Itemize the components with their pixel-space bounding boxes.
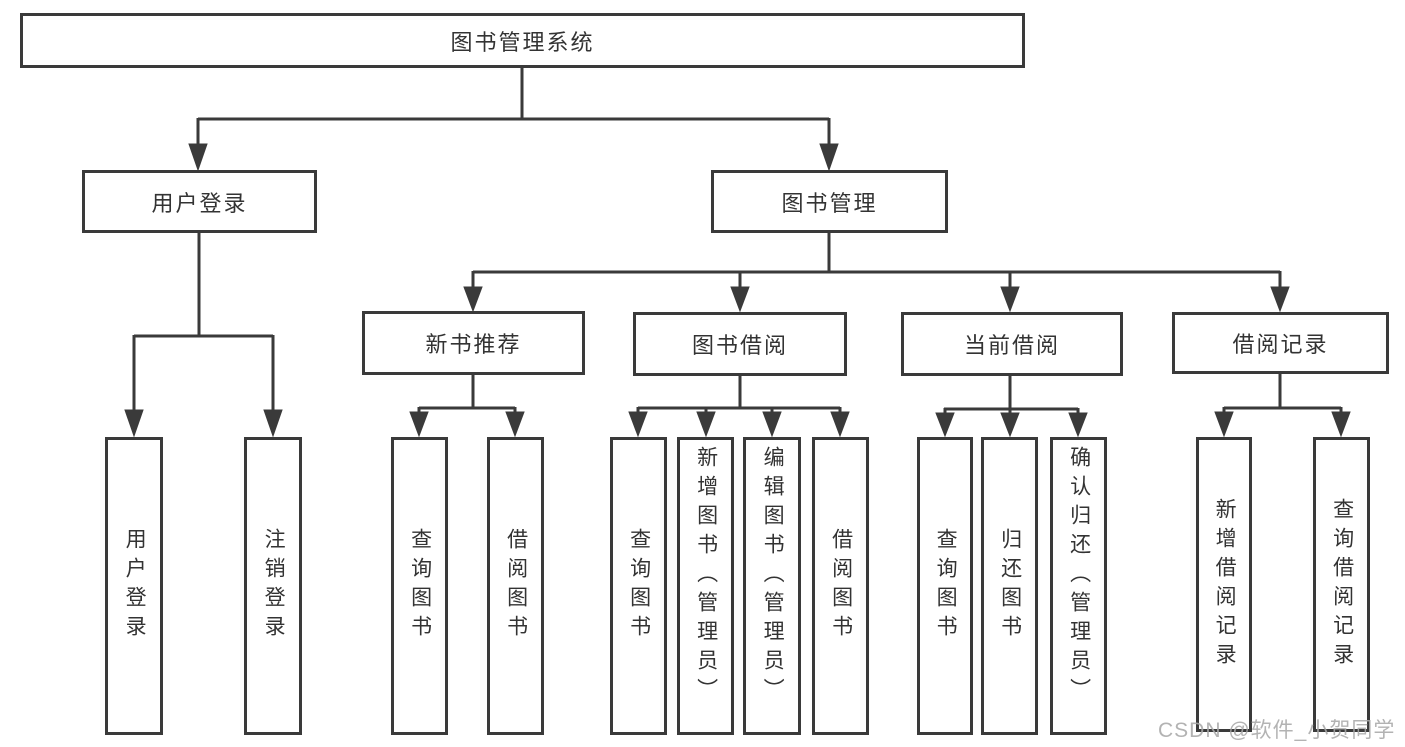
connector-line (471, 233, 1282, 289)
leaf-label: 新增借阅记录 (1213, 497, 1237, 672)
leaf-borrow-books-recommend: 借阅图书 (487, 437, 544, 735)
arrowhead (1068, 412, 1088, 438)
arrowhead (505, 411, 525, 438)
leaf-confirm-return-admin: 确认归还（管理员） (1050, 437, 1107, 735)
connector-line (943, 376, 1080, 415)
leaf-add-book-admin: 新增图书（管理员） (677, 437, 734, 735)
node-label: 用户登录 (151, 190, 248, 216)
node-label: 当前借阅 (963, 333, 1060, 358)
leaf-label: 查询借阅记录 (1330, 497, 1354, 672)
leaf-user-login: 用户登录 (105, 437, 163, 735)
arrowhead (819, 143, 839, 172)
leaf-label: 归还图书 (998, 528, 1022, 644)
leaf-query-books-borrowing: 查询图书 (610, 437, 667, 735)
node-label: 图书借阅 (691, 333, 788, 358)
leaf-query-books-current: 查询图书 (917, 437, 973, 735)
arrowhead (762, 411, 782, 438)
leaf-label: 借阅图书 (829, 528, 853, 644)
connector-line (1222, 374, 1343, 414)
connector-line (132, 233, 275, 412)
leaf-label: 借阅图书 (504, 528, 528, 644)
leaf-label: 查询图书 (627, 528, 651, 644)
arrowhead (1331, 411, 1351, 438)
leaf-query-borrow-record: 查询借阅记录 (1313, 437, 1370, 732)
arrowhead (409, 411, 429, 438)
connector-line (417, 375, 517, 414)
connector-root-to-level2 (188, 68, 839, 172)
leaf-label: 编辑图书（管理员） (761, 446, 785, 707)
leaf-edit-book-admin: 编辑图书（管理员） (743, 437, 801, 735)
connector-borrowing-records-to-leaves (1214, 374, 1351, 438)
node-new-book-recommendation: 新书推荐 (362, 311, 585, 375)
node-user-login: 用户登录 (82, 170, 317, 233)
arrowhead (1000, 286, 1020, 313)
arrowhead (935, 412, 955, 438)
arrowhead (628, 411, 648, 438)
leaf-label: 新增图书（管理员） (694, 446, 718, 707)
connector-new-book-recommendation-to-leaves (409, 375, 525, 438)
connector-current-borrowing-to-leaves (935, 376, 1088, 438)
arrowhead (730, 286, 750, 313)
node-label: 借阅记录 (1232, 332, 1329, 357)
leaf-label: 用户登录 (123, 528, 147, 644)
leaf-label: 注销登录 (262, 528, 286, 644)
connector-book-management-to-level3 (463, 233, 1290, 313)
leaf-borrow-books: 借阅图书 (812, 437, 869, 735)
arrowhead (263, 409, 283, 438)
leaf-label: 确认归还（管理员） (1067, 446, 1091, 707)
leaf-query-books-recommend: 查询图书 (391, 437, 448, 735)
arrowhead (188, 143, 208, 172)
arrowhead (1214, 411, 1234, 438)
leaf-label: 查询图书 (408, 528, 432, 644)
node-borrowing-records: 借阅记录 (1172, 312, 1389, 374)
connector-line (196, 68, 831, 146)
leaf-add-borrow-record: 新增借阅记录 (1196, 437, 1252, 732)
node-library-management-system: 图书管理系统 (20, 13, 1025, 68)
arrowhead (1000, 412, 1020, 438)
arrowhead (1270, 286, 1290, 313)
arrowhead (124, 409, 144, 438)
connector-user-login-to-leaves (124, 233, 283, 438)
node-current-borrowing: 当前借阅 (901, 312, 1123, 376)
node-label: 图书管理 (781, 190, 878, 216)
csdn-watermark: CSDN @软件_小贺同学 (1158, 719, 1396, 742)
node-book-management: 图书管理 (711, 170, 948, 233)
connector-book-borrowing-to-leaves (628, 376, 850, 438)
connector-line (636, 376, 842, 414)
leaf-label: 查询图书 (934, 528, 958, 644)
leaf-logout-login: 注销登录 (244, 437, 302, 735)
node-book-borrowing: 图书借阅 (633, 312, 847, 376)
arrowhead (696, 411, 716, 438)
node-label: 新书推荐 (425, 332, 522, 357)
node-label: 图书管理系统 (450, 29, 595, 55)
arrowhead (463, 286, 483, 313)
leaf-return-books: 归还图书 (981, 437, 1038, 735)
arrowhead (830, 411, 850, 438)
